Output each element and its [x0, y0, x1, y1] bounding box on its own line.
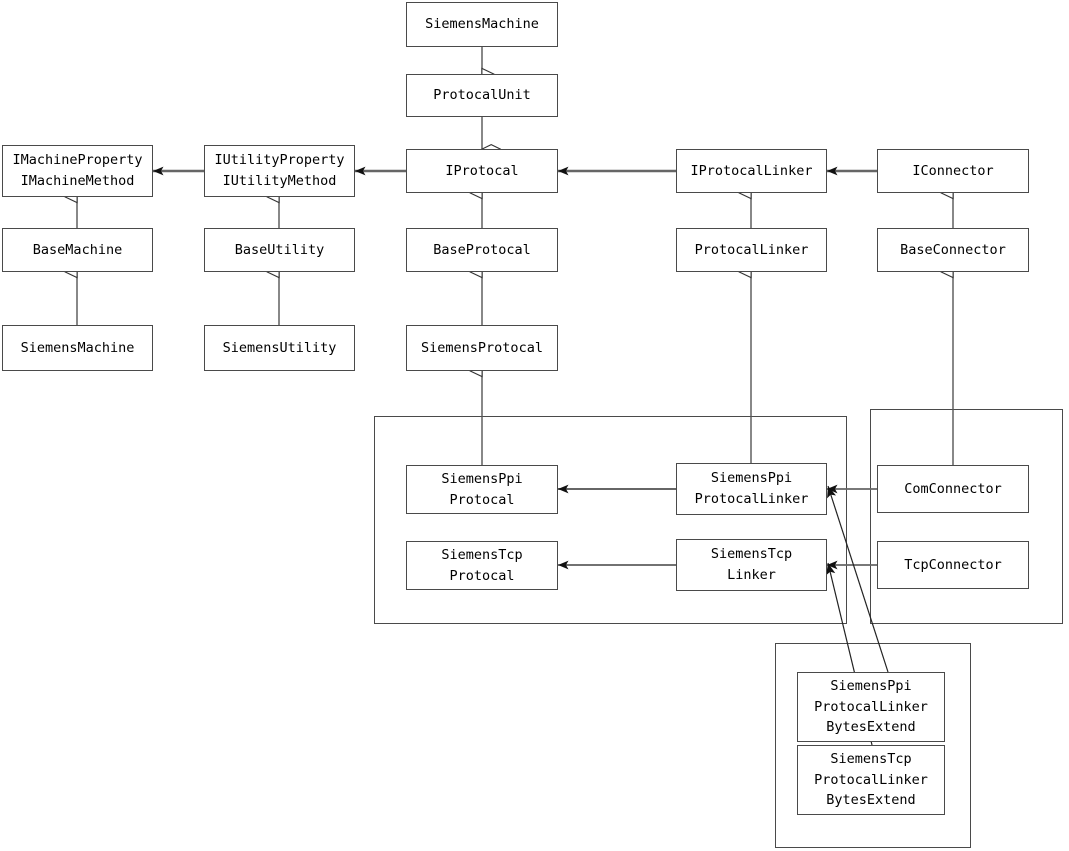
- class-box-iconnector[interactable]: IConnector: [877, 149, 1029, 193]
- group-protocal-implementations: [374, 416, 847, 624]
- class-box-comconnector[interactable]: ComConnector: [877, 465, 1029, 513]
- class-box-siemensutility[interactable]: SiemensUtility: [204, 325, 355, 371]
- class-box-protocalunit[interactable]: ProtocalUnit: [406, 74, 558, 117]
- class-box-siemensppiprotocallinker[interactable]: SiemensPpi ProtocalLinker: [676, 463, 827, 515]
- class-box-imachineproperty-imachinemethod[interactable]: IMachineProperty IMachineMethod: [2, 145, 153, 197]
- class-box-iutilityproperty-iutilitymethod[interactable]: IUtilityProperty IUtilityMethod: [204, 145, 355, 197]
- class-box-tcpconnector[interactable]: TcpConnector: [877, 541, 1029, 589]
- class-box-baseutility[interactable]: BaseUtility: [204, 228, 355, 272]
- class-box-siemenstcplinker[interactable]: SiemensTcp Linker: [676, 539, 827, 591]
- class-box-siemensmachine[interactable]: SiemensMachine: [2, 325, 153, 371]
- class-box-protocallinker[interactable]: ProtocalLinker: [676, 228, 827, 272]
- class-box-siemensprotocal[interactable]: SiemensProtocal: [406, 325, 558, 371]
- class-box-baseconnector[interactable]: BaseConnector: [877, 228, 1029, 272]
- class-box-iprotocal[interactable]: IProtocal: [406, 149, 558, 193]
- class-box-siemensppiprotocallinkerbytesextend[interactable]: SiemensPpi ProtocalLinker BytesExtend: [797, 672, 945, 742]
- class-box-siemenstcpprotocal[interactable]: SiemensTcp Protocal: [406, 541, 558, 590]
- class-box-siemensppiprotocal[interactable]: SiemensPpi Protocal: [406, 465, 558, 514]
- class-box-siemenstcpprotocallinkerbytesextend[interactable]: SiemensTcp ProtocalLinker BytesExtend: [797, 745, 945, 815]
- group-connector-implementations: [870, 409, 1063, 624]
- class-box-siemensmachine-top[interactable]: SiemensMachine: [406, 2, 558, 47]
- class-box-iprotocallinker[interactable]: IProtocalLinker: [676, 149, 827, 193]
- class-box-basemachine[interactable]: BaseMachine: [2, 228, 153, 272]
- class-box-baseprotocal[interactable]: BaseProtocal: [406, 228, 558, 272]
